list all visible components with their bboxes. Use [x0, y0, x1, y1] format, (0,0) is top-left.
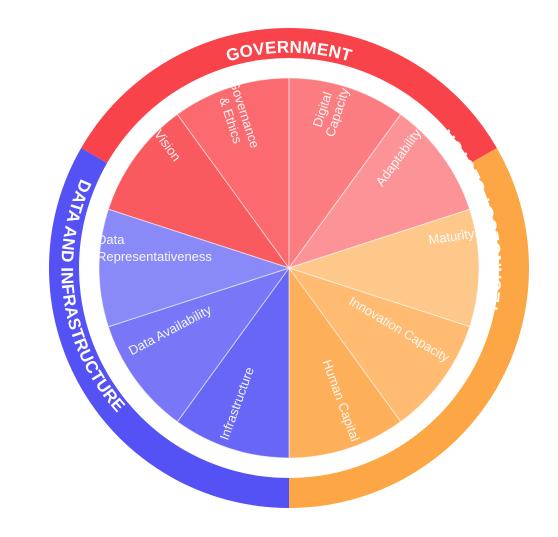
segment-label-data-representativeness: Data Representativeness — [97, 232, 212, 264]
segment-digital-capacity — [288, 77, 402, 270]
segment-infrastructure — [176, 266, 290, 459]
segment-data-availability — [107, 267, 291, 423]
segment-innovation-capacity — [287, 267, 471, 423]
segment-vision — [107, 113, 291, 269]
segment-data-representativeness — [98, 208, 291, 328]
segment-maturity — [287, 208, 480, 328]
pillar-ring-data-and-infrastructure — [48, 148, 289, 508]
pillar-ring-government — [81, 27, 497, 163]
segment-adaptability — [287, 113, 471, 269]
segment-label-maturity: Maturity — [427, 226, 475, 247]
segment-human-capital — [288, 266, 402, 459]
pillar-ring-technology-sector — [289, 148, 530, 508]
segment-governance-ethics — [176, 77, 290, 270]
